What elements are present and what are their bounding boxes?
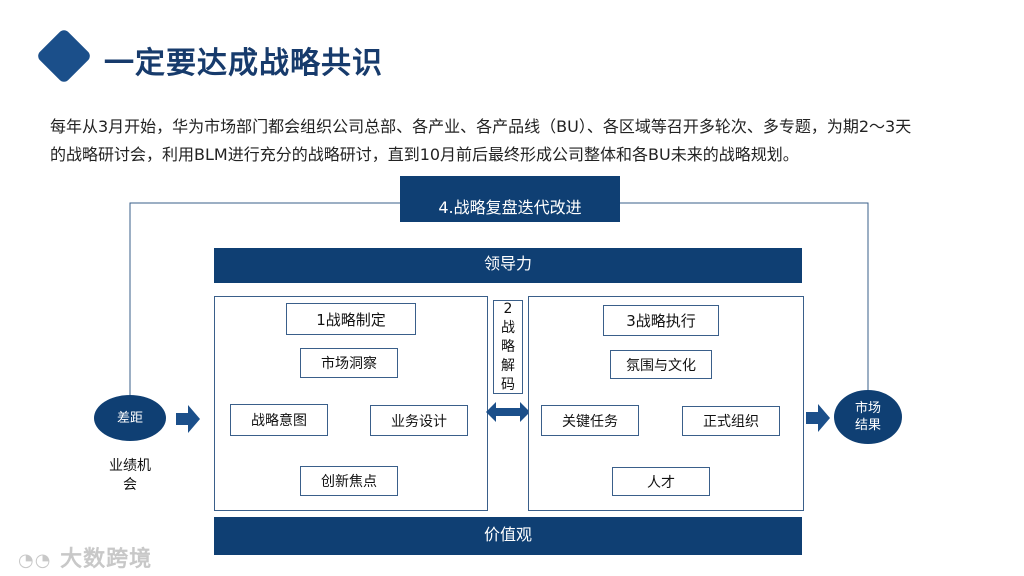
decode-char-3: 解 <box>501 357 515 374</box>
formal-organization-box: 正式组织 <box>682 406 780 436</box>
watermark-logo-icon: ◔◔ <box>18 550 52 571</box>
market-result-line2: 结果 <box>854 418 881 433</box>
execution-title: 3战略执行 <box>603 305 719 336</box>
talent-box: 人才 <box>612 467 710 496</box>
leadership-label: 领导力 <box>483 254 532 273</box>
gap-ellipse: 差距 <box>94 395 166 441</box>
gap-arrow-icon <box>176 405 200 433</box>
performance-opportunity-label: 业绩机会 <box>109 458 151 493</box>
decode-char-2: 略 <box>501 338 515 355</box>
business-design-box: 业务设计 <box>370 405 468 436</box>
decode-char-1: 战 <box>501 319 515 336</box>
watermark: ◔◔ 大数跨境 <box>18 541 152 573</box>
intro-paragraph: 每年从3月开始，华为市场部门都会组织公司总部、各产业、各产品线（BU）、各区域等… <box>50 113 980 169</box>
loop-line <box>129 202 869 395</box>
page-title: 一定要达成战略共识 <box>104 46 383 81</box>
watermark-text: 大数跨境 <box>60 547 153 572</box>
formulation-title: 1战略制定 <box>286 303 416 335</box>
strategy-review-band: 4.战略复盘迭代改进 <box>400 176 620 222</box>
double-arrow-icon <box>486 402 530 422</box>
decode-char-4: 码 <box>501 376 515 393</box>
market-result-ellipse: 市场 结果 <box>834 390 902 444</box>
strategy-decode-box: 2 战 略 解 码 <box>493 300 523 394</box>
intro-line-2: 的战略研讨会，利用BLM进行充分的战略研讨，直到10月前后最终形成公司整体和各B… <box>50 145 799 164</box>
culture-box: 氛围与文化 <box>610 350 712 379</box>
intro-line-1: 每年从3月开始，华为市场部门都会组织公司总部、各产业、各产品线（BU）、各区域等… <box>50 117 912 136</box>
gap-label: 差距 <box>116 410 143 426</box>
strategy-review-label: 4.战略复盘迭代改进 <box>438 198 582 217</box>
innovation-focus-box: 创新焦点 <box>300 466 398 496</box>
market-insight-box: 市场洞察 <box>300 348 398 378</box>
strategic-intent-box: 战略意图 <box>230 404 328 436</box>
values-label: 价值观 <box>483 525 532 544</box>
values-band: 价值观 <box>214 517 802 555</box>
key-tasks-box: 关键任务 <box>541 405 639 436</box>
market-result-line1: 市场 <box>854 401 881 416</box>
result-arrow-icon <box>806 404 830 432</box>
decode-number: 2 <box>503 300 513 317</box>
leadership-band: 领导力 <box>214 248 802 283</box>
